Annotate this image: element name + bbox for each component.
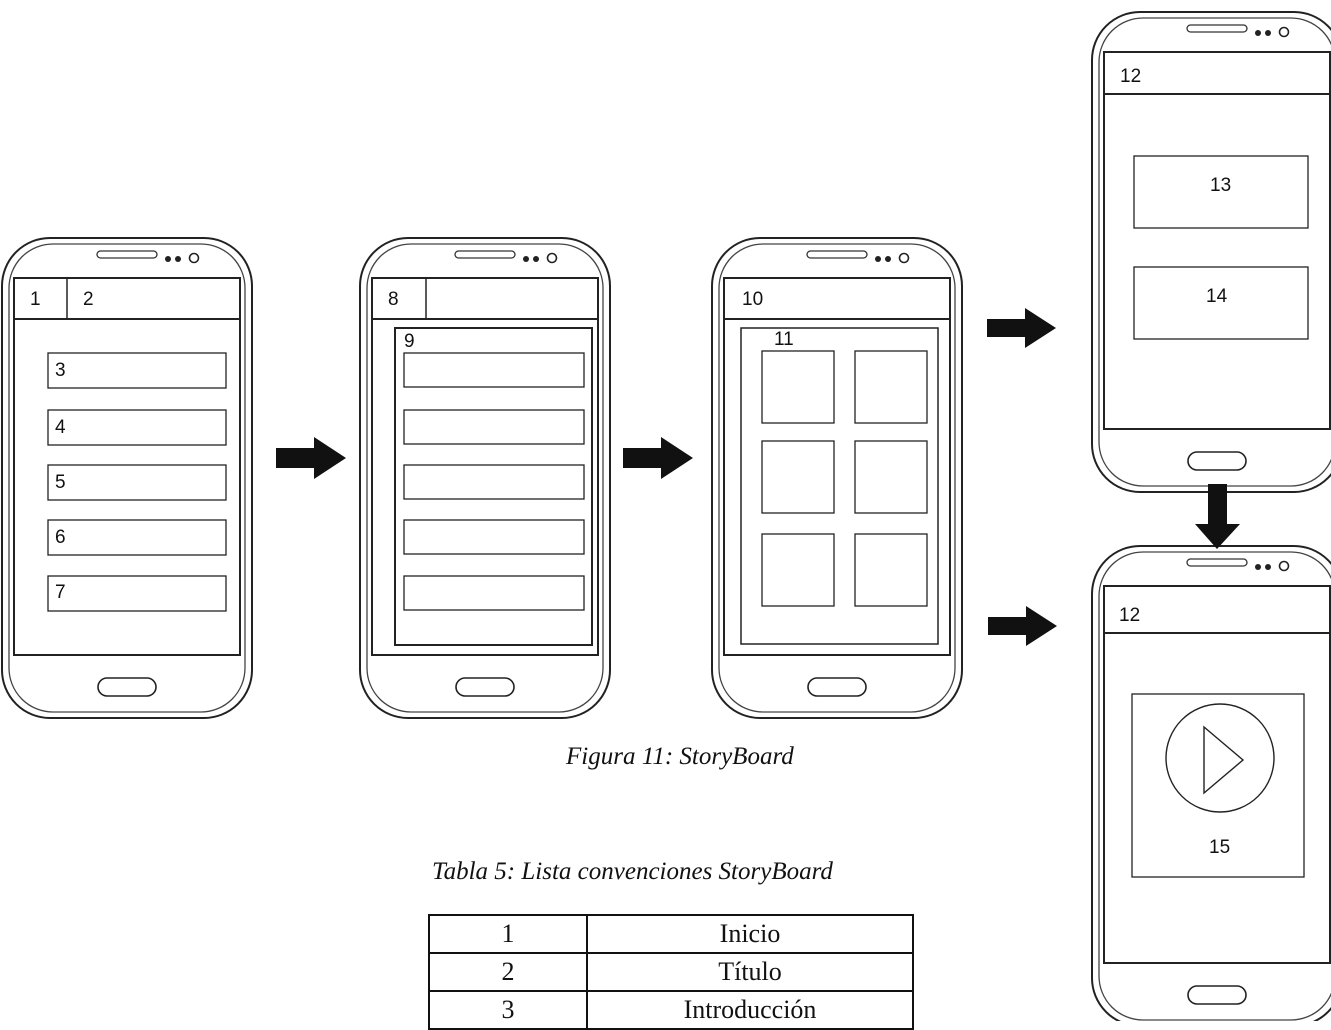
- conventions-table: 1 Inicio 2 Título 3 Introducción: [428, 914, 914, 1030]
- phone-screen-1: 1 2 3 4 5 6 7: [1, 237, 253, 719]
- phone3-header: 10: [742, 289, 763, 310]
- table-cell-number: 1: [428, 914, 588, 954]
- phone4-header: 12: [1120, 66, 1141, 87]
- table-cell-label: Introducción: [586, 990, 914, 1030]
- arrow-right-icon: [987, 308, 1056, 348]
- phone1-item: 7: [55, 582, 66, 603]
- table-caption: Tabla 5: Lista convenciones StoryBoard: [432, 858, 833, 885]
- phone5-video-label: 15: [1209, 837, 1230, 858]
- phone1-item: 3: [55, 360, 66, 381]
- phone-screen-2: 8 9: [359, 237, 611, 719]
- phone5-header: 12: [1119, 605, 1140, 626]
- table-cell-number: 3: [428, 990, 588, 1030]
- table-row: 2 Título: [428, 952, 914, 992]
- phone2-list-label: 9: [404, 331, 415, 352]
- arrow-right-icon: [623, 437, 693, 479]
- arrow-down-icon: [1195, 484, 1240, 549]
- phone-screen-3: 10 11: [711, 237, 963, 719]
- phone-screen-5: 12 15: [1091, 545, 1331, 1021]
- phone-screen-4: 12 13 14: [1091, 11, 1331, 493]
- table-row: 3 Introducción: [428, 990, 914, 1030]
- phone1-item: 4: [55, 417, 66, 438]
- phone2-header: 8: [388, 289, 399, 310]
- play-icon: [1165, 703, 1275, 813]
- table-cell-number: 2: [428, 952, 588, 992]
- figure-caption: Figura 11: StoryBoard: [566, 743, 794, 770]
- phone1-item: 6: [55, 527, 66, 548]
- table-row: 1 Inicio: [428, 914, 914, 954]
- phone1-header-title: 2: [83, 289, 94, 310]
- table-cell-label: Inicio: [586, 914, 914, 954]
- arrow-right-icon: [276, 437, 346, 479]
- table-cell-label: Título: [586, 952, 914, 992]
- phone4-box-b: 14: [1206, 286, 1228, 307]
- phone4-box-a: 13: [1210, 175, 1231, 196]
- phone1-item: 5: [55, 472, 66, 493]
- arrow-right-icon: [988, 606, 1057, 646]
- phone3-grid-label: 11: [774, 329, 794, 350]
- phone1-header-left: 1: [30, 289, 41, 310]
